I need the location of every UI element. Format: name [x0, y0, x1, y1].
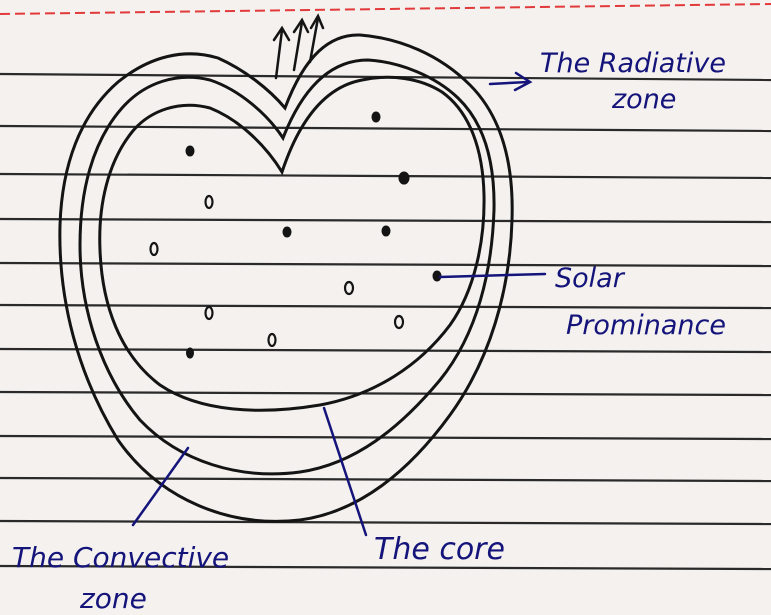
solar-prominence-label-line2: Prominance — [566, 310, 726, 341]
radiative-zone-label-line1: The Radiative — [540, 48, 726, 79]
convective-zone-label-line1: The Convective — [12, 541, 229, 574]
radiative-zone-label-line2: zone — [611, 84, 676, 115]
solar-prominence-label-line1: Solar — [555, 263, 626, 294]
convective-zone-label-line2: zone — [79, 582, 147, 615]
core-label: The core — [374, 532, 505, 567]
